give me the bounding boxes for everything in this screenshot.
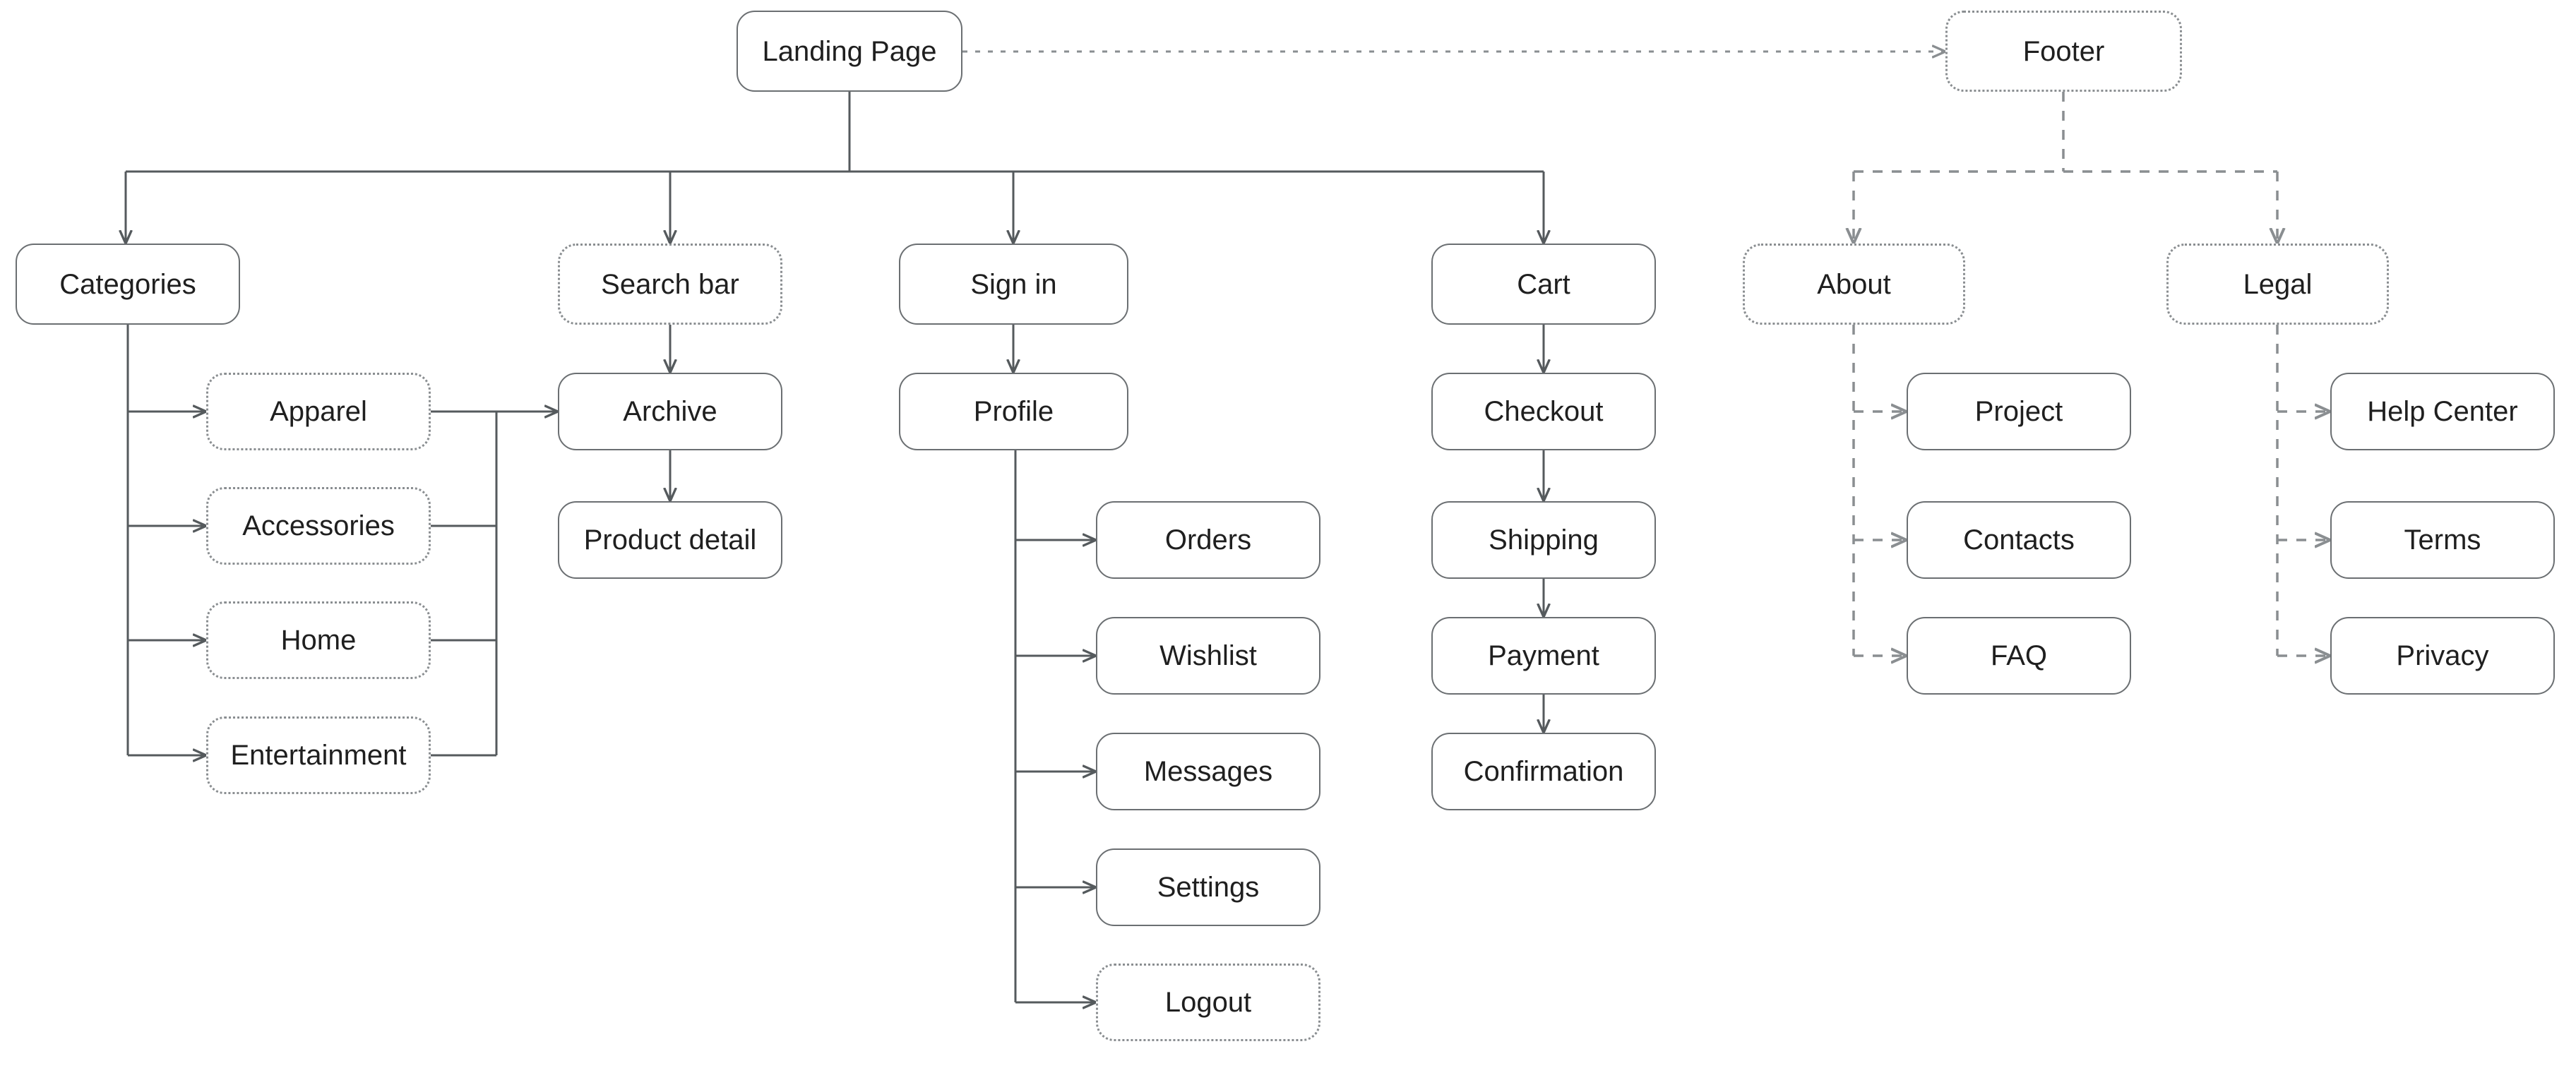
- node-terms[interactable]: Terms: [2330, 501, 2555, 579]
- node-label-cart: Cart: [1517, 268, 1570, 300]
- node-project[interactable]: Project: [1907, 373, 2131, 450]
- node-logout[interactable]: Logout: [1096, 964, 1320, 1041]
- node-label-settings: Settings: [1157, 872, 1260, 903]
- node-entertainment[interactable]: Entertainment: [206, 716, 431, 794]
- node-label-orders: Orders: [1164, 524, 1252, 556]
- node-messages[interactable]: Messages: [1096, 733, 1320, 810]
- node-label-legal: Legal: [2243, 268, 2313, 300]
- node-label-profile: Profile: [973, 396, 1054, 427]
- node-legal[interactable]: Legal: [2166, 244, 2389, 325]
- node-checkout[interactable]: Checkout: [1431, 373, 1656, 450]
- node-label-search-bar: Search bar: [601, 268, 739, 300]
- node-label-accessories: Accessories: [242, 510, 395, 541]
- node-label-wishlist: Wishlist: [1159, 640, 1257, 671]
- node-label-entertainment: Entertainment: [230, 740, 407, 771]
- node-label-logout: Logout: [1164, 987, 1252, 1018]
- node-label-footer: Footer: [2022, 35, 2105, 67]
- node-label-categories: Categories: [59, 268, 196, 300]
- node-label-terms: Terms: [2404, 524, 2481, 556]
- node-label-archive: Archive: [623, 396, 717, 427]
- node-label-faq: FAQ: [1990, 640, 2048, 671]
- node-home[interactable]: Home: [206, 601, 431, 679]
- node-about[interactable]: About: [1743, 244, 1965, 325]
- node-sign-in[interactable]: Sign in: [899, 244, 1128, 325]
- node-product-detail[interactable]: Product detail: [558, 501, 782, 579]
- node-label-home: Home: [280, 625, 357, 656]
- node-label-project: Project: [1974, 396, 2063, 427]
- node-landing-page[interactable]: Landing Page: [737, 11, 962, 92]
- node-label-contacts: Contacts: [1963, 524, 2075, 556]
- node-confirmation[interactable]: Confirmation: [1431, 733, 1656, 810]
- node-cart[interactable]: Cart: [1431, 244, 1656, 325]
- node-search-bar[interactable]: Search bar: [558, 244, 782, 325]
- node-privacy[interactable]: Privacy: [2330, 617, 2555, 695]
- node-label-payment: Payment: [1488, 640, 1599, 671]
- node-apparel[interactable]: Apparel: [206, 373, 431, 450]
- node-footer[interactable]: Footer: [1945, 11, 2182, 92]
- node-label-checkout: Checkout: [1484, 396, 1604, 427]
- node-label-confirmation: Confirmation: [1463, 756, 1624, 787]
- node-settings[interactable]: Settings: [1096, 848, 1320, 926]
- node-label-messages: Messages: [1143, 756, 1273, 787]
- node-label-landing-page: Landing Page: [762, 35, 937, 67]
- node-label-shipping: Shipping: [1489, 524, 1599, 556]
- node-label-product-detail: Product detail: [583, 524, 757, 556]
- node-orders[interactable]: Orders: [1096, 501, 1320, 579]
- node-help-center[interactable]: Help Center: [2330, 373, 2555, 450]
- node-categories[interactable]: Categories: [16, 244, 240, 325]
- node-contacts[interactable]: Contacts: [1907, 501, 2131, 579]
- node-archive[interactable]: Archive: [558, 373, 782, 450]
- node-label-about: About: [1817, 268, 1891, 300]
- node-label-help-center: Help Center: [2367, 396, 2518, 427]
- node-faq[interactable]: FAQ: [1907, 617, 2131, 695]
- node-profile[interactable]: Profile: [899, 373, 1128, 450]
- node-shipping[interactable]: Shipping: [1431, 501, 1656, 579]
- node-label-apparel: Apparel: [270, 396, 367, 427]
- node-label-privacy: Privacy: [2396, 640, 2489, 671]
- node-payment[interactable]: Payment: [1431, 617, 1656, 695]
- node-accessories[interactable]: Accessories: [206, 487, 431, 565]
- node-wishlist[interactable]: Wishlist: [1096, 617, 1320, 695]
- node-label-sign-in: Sign in: [970, 268, 1057, 300]
